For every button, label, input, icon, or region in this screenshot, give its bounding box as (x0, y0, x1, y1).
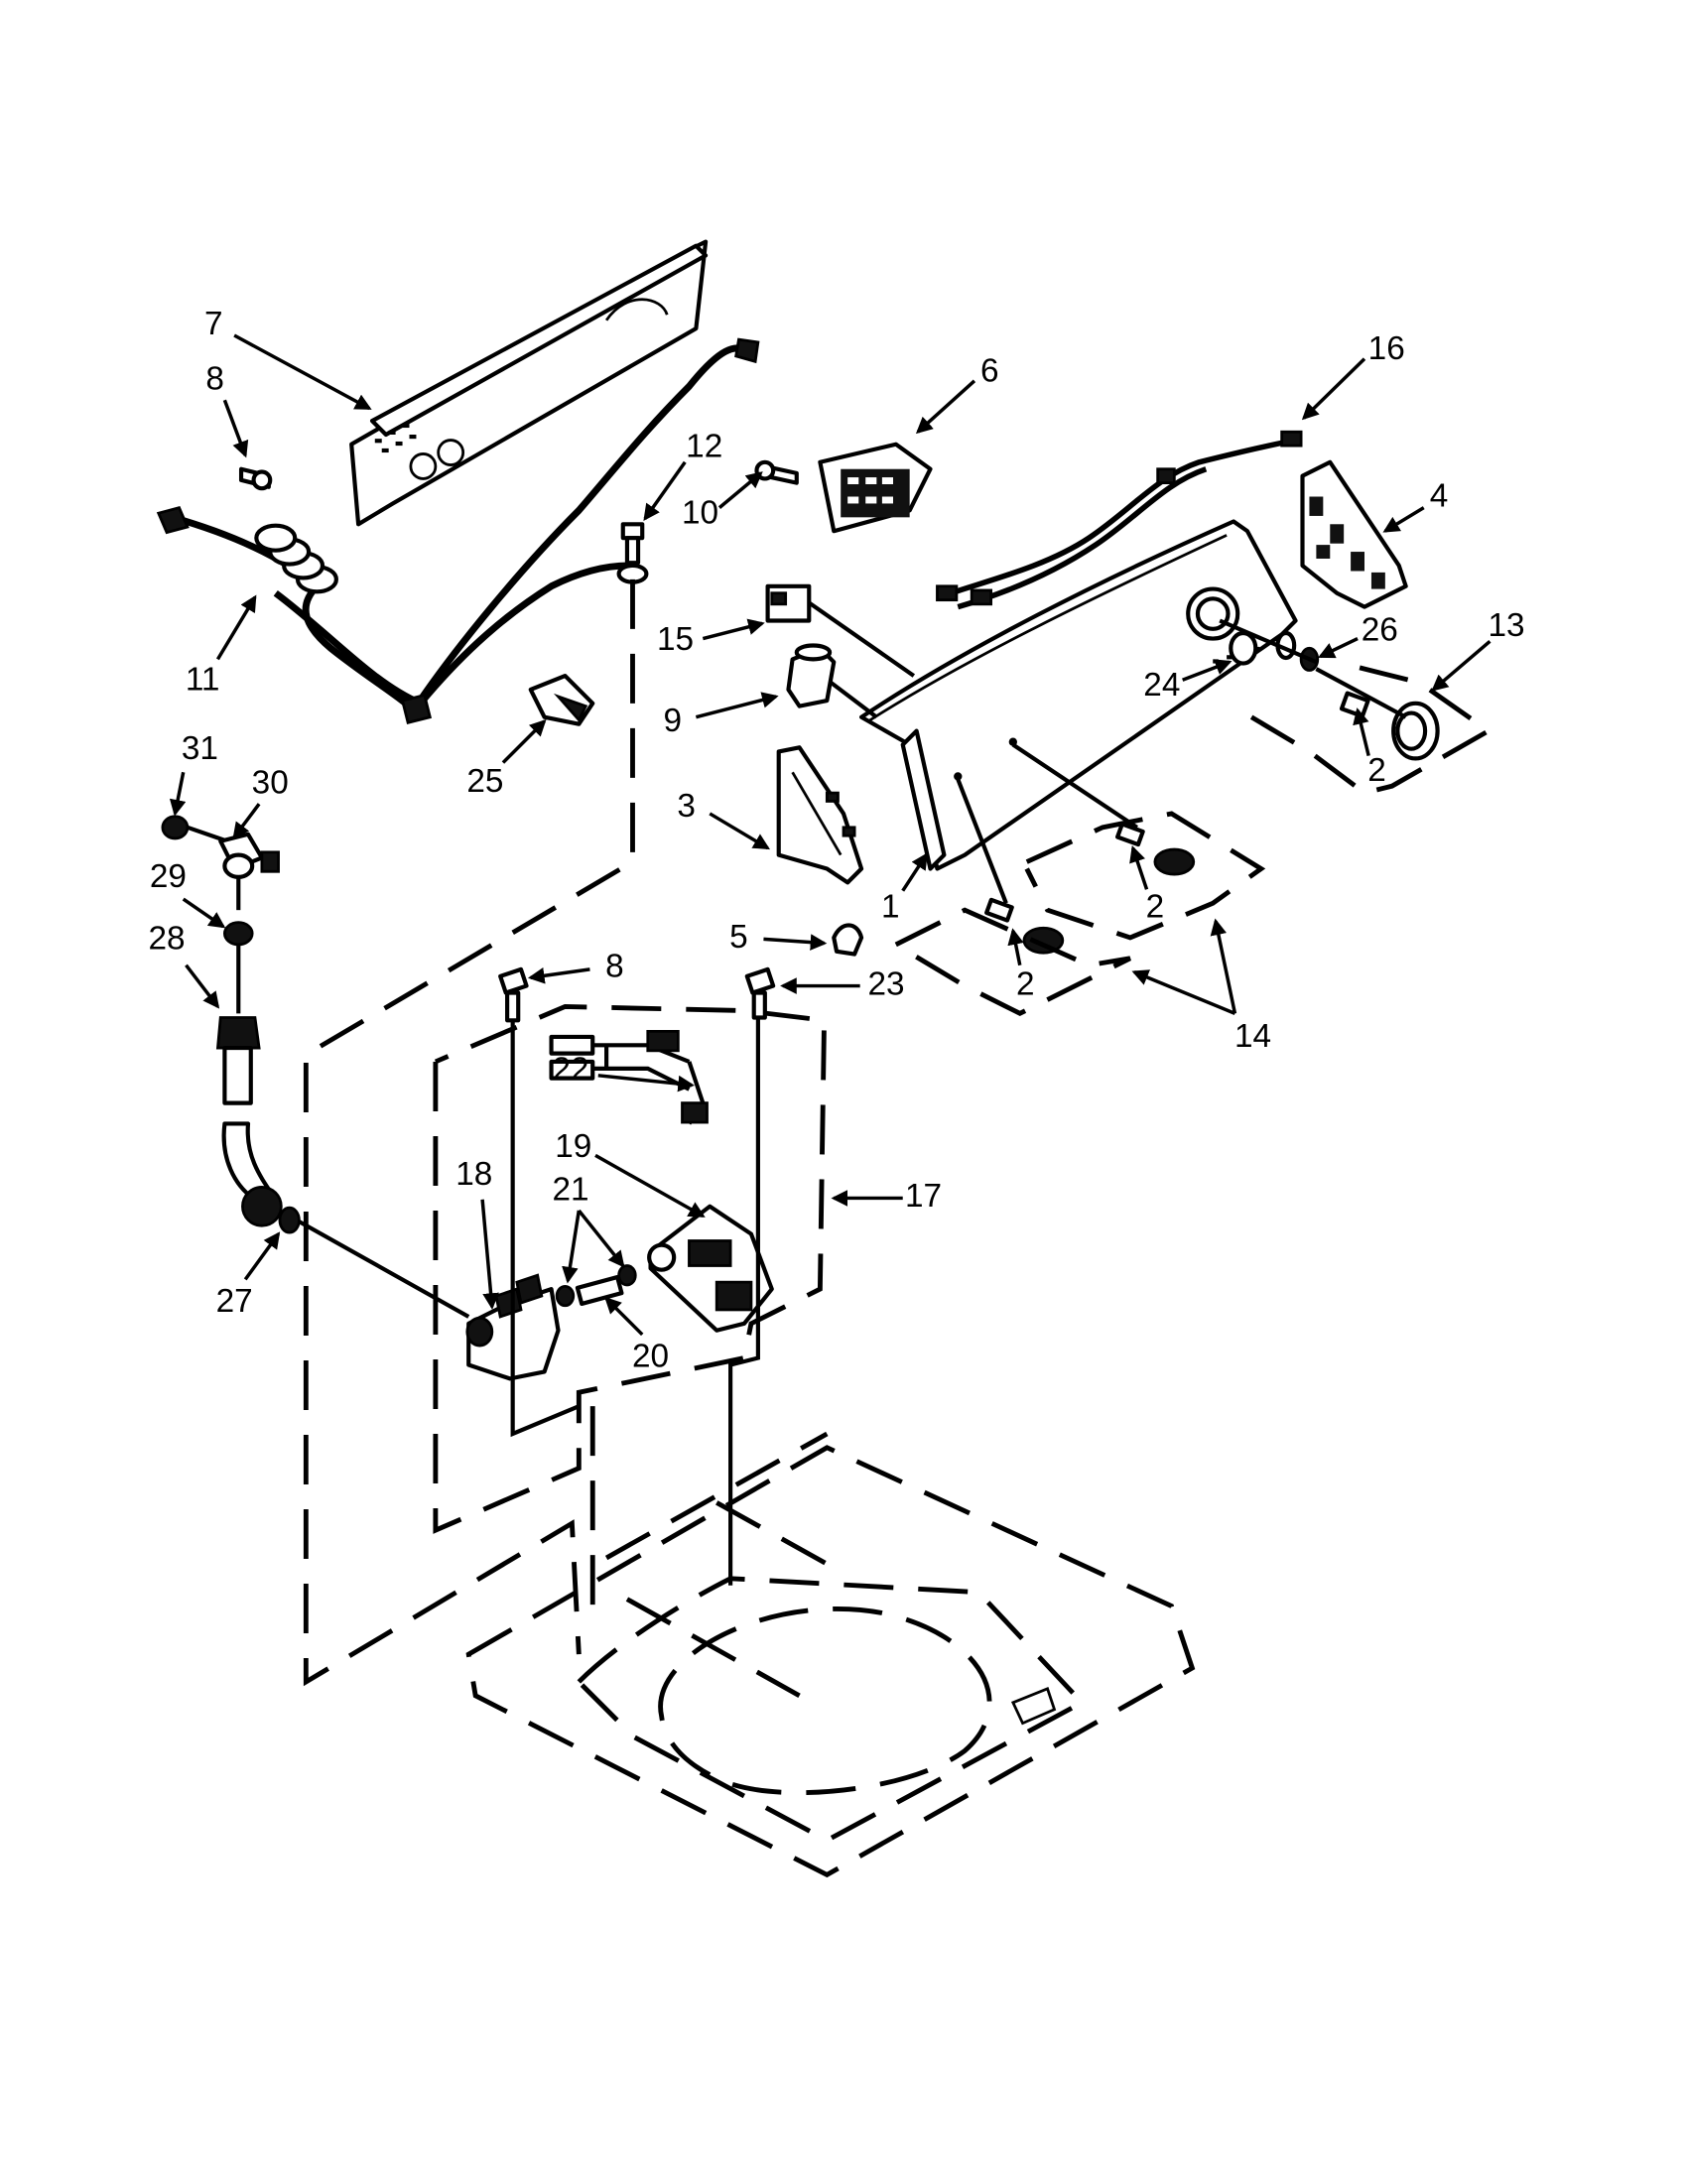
callout-label: 29 (150, 858, 187, 895)
callout-label: 28 (149, 921, 186, 958)
end-cap (1300, 459, 1408, 609)
callout-label: 6 (980, 352, 999, 389)
callout-label: 15 (657, 621, 694, 658)
screw-icon (754, 459, 799, 485)
callout-label: 13 (1489, 607, 1525, 644)
callout-label: 16 (1368, 330, 1405, 367)
callout-label: 2 (1367, 752, 1386, 789)
callout-label: 31 (182, 730, 218, 767)
screw-icon (498, 966, 529, 1023)
button-icon (1011, 742, 1196, 876)
callout-label: 12 (686, 429, 722, 465)
callout-label: 8 (605, 948, 624, 984)
leader-lines (169, 333, 1492, 1337)
wire-harness (549, 1030, 709, 1125)
control-board (818, 442, 933, 534)
callout-label: 8 (205, 361, 224, 398)
callout-label: 14 (1234, 1018, 1271, 1055)
clip-icon (832, 923, 864, 957)
callout-label: 27 (216, 1283, 253, 1320)
callout-label: 19 (555, 1128, 591, 1165)
bracket-icon (776, 745, 864, 885)
callout-label: 23 (868, 965, 905, 1002)
console (858, 519, 1298, 871)
knob-icon (1315, 667, 1440, 761)
dispenser-icon (647, 1204, 774, 1333)
dashed-outline (433, 1003, 828, 1534)
callout-label: 11 (186, 661, 220, 698)
callout-label: 26 (1362, 611, 1398, 648)
callout-label: 22 (552, 1051, 588, 1088)
rear-panel (349, 239, 709, 527)
screw-icon (616, 522, 649, 584)
wire-harness (936, 430, 1303, 610)
dashed-outline (303, 578, 635, 1687)
callout-label: 18 (455, 1156, 492, 1193)
callout-label: 9 (664, 703, 683, 739)
washer-top (465, 1431, 1196, 1878)
screw-icon (744, 966, 776, 1020)
screw-icon (238, 466, 273, 491)
callout-label: 7 (204, 306, 223, 342)
callout-label: 5 (729, 919, 748, 956)
button-icon (956, 778, 1065, 955)
callout-label: 24 (1143, 667, 1180, 704)
clip-icon (528, 673, 595, 726)
dashed-outline (894, 659, 1493, 1017)
callout-label: 20 (632, 1338, 669, 1374)
callout-label: 30 (252, 765, 289, 802)
connector-line (510, 1017, 760, 1586)
power-cord (156, 337, 760, 724)
callout-label: 25 (466, 763, 503, 800)
callout-label: 2 (1146, 889, 1165, 926)
inlet-hose (161, 815, 470, 1319)
switch-icon (765, 583, 916, 678)
callout-label: 4 (1430, 478, 1449, 515)
callout-label: 17 (905, 1178, 942, 1215)
callout-label: 21 (552, 1171, 588, 1208)
callout-label: 1 (881, 889, 900, 926)
water-valve-icon (465, 1264, 637, 1381)
callout-label: 10 (682, 494, 718, 531)
pressure-switch-icon (786, 643, 878, 719)
callout-label: 2 (1016, 965, 1035, 1002)
callout-label: 3 (677, 788, 696, 825)
